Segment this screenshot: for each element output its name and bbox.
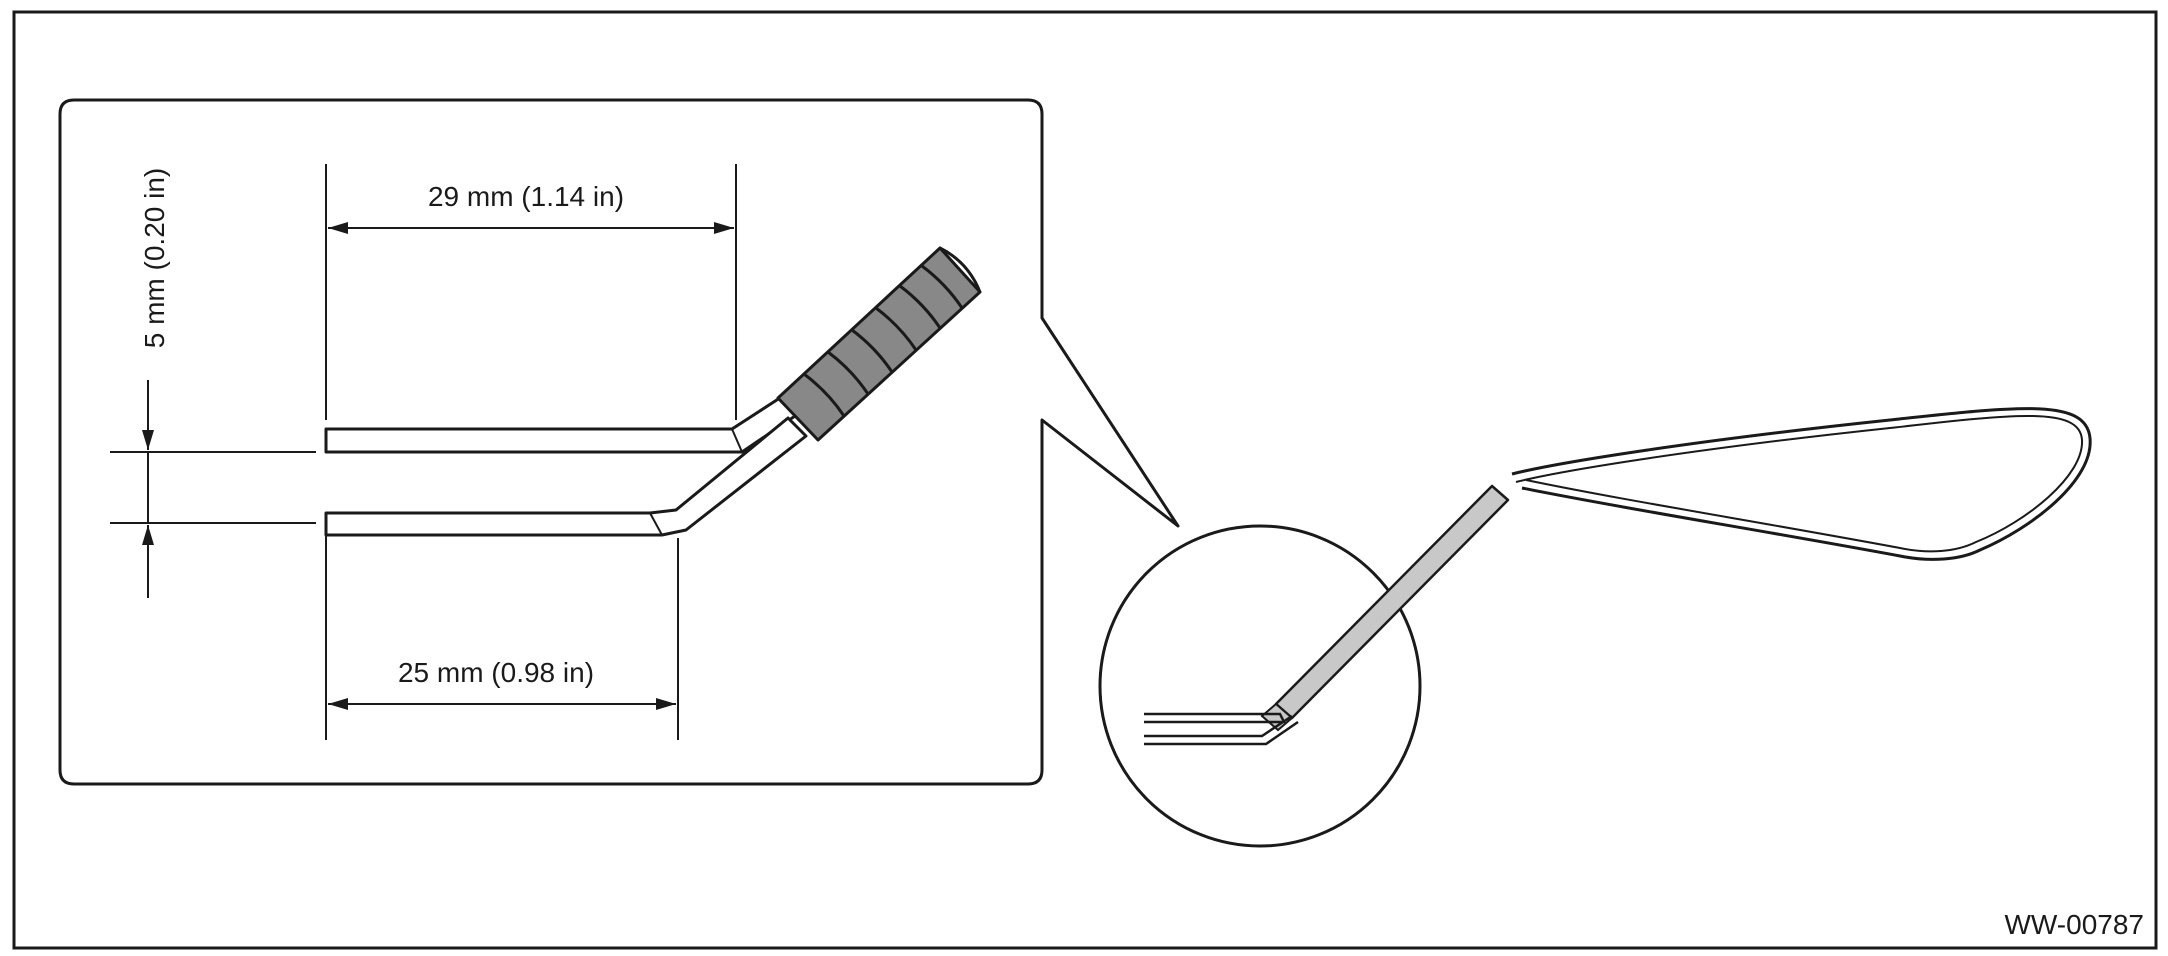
lower-bend-mark [649, 512, 663, 536]
dimension-gap: 5 mm (0.20 in) [110, 168, 316, 598]
tool-upper-prong [1144, 712, 1287, 724]
tape-wraps [803, 264, 964, 417]
detail-tip-drawing [324, 246, 982, 537]
tool-lower-prong [1144, 714, 1299, 746]
dimension-overall-length: 29 mm (1.14 in) [325, 164, 737, 420]
gap-label: 5 mm (0.20 in) [139, 168, 170, 349]
straight-length-label: 25 mm (0.98 in) [398, 657, 594, 688]
magnifier-circle [1098, 524, 1422, 848]
outer-frame [12, 10, 2158, 950]
wire-loop-handle [1511, 407, 2092, 561]
lower-prong [324, 416, 808, 537]
upper-bend-mark [731, 428, 743, 453]
grip-sleeve [1274, 484, 1510, 720]
figure-code: WW-00787 [2004, 909, 2144, 940]
grip-end-cap [939, 246, 982, 293]
overall-length-label: 29 mm (1.14 in) [428, 181, 624, 212]
wire-loop-handle-inner [1515, 415, 2084, 553]
dimension-straight-length: 25 mm (0.98 in) [325, 530, 679, 740]
tool-shaft [1260, 702, 1294, 732]
full-tool-drawing [1144, 407, 2092, 746]
